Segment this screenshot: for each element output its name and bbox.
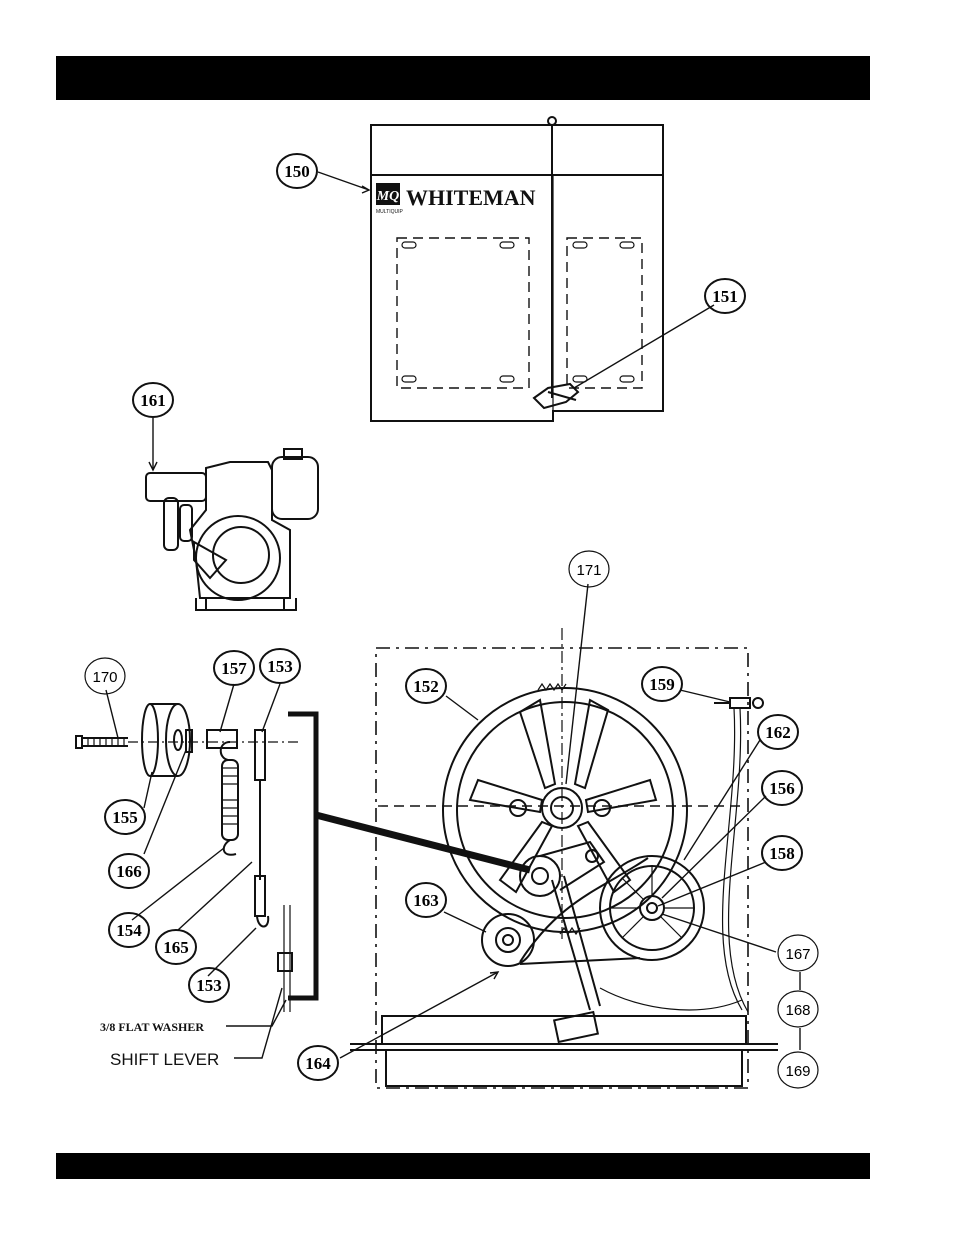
svg-text:167: 167	[785, 946, 810, 963]
svg-text:156: 156	[769, 779, 795, 798]
callout-162: 162	[758, 715, 798, 749]
svg-text:151: 151	[712, 287, 738, 306]
leader-lines	[106, 172, 800, 1058]
callout-159: 159	[642, 667, 682, 701]
callout-169: 169	[778, 1052, 818, 1088]
svg-text:171: 171	[576, 562, 601, 579]
callout-150: 150	[277, 154, 317, 188]
logo-subtext: MULTIQUIP	[376, 209, 404, 215]
callout-164: 164	[298, 1046, 338, 1080]
logo-initials: MQ	[376, 189, 400, 204]
callout-170: 170	[85, 658, 125, 694]
svg-text:152: 152	[413, 677, 439, 696]
callout-165: 165	[156, 930, 196, 964]
callout-152: 152	[406, 669, 446, 703]
callout-167: 167	[778, 935, 818, 971]
svg-text:170: 170	[92, 669, 117, 686]
callout-171: 171	[569, 551, 609, 587]
svg-text:153: 153	[196, 976, 222, 995]
svg-text:163: 163	[413, 891, 439, 910]
svg-text:159: 159	[649, 675, 675, 694]
svg-text:164: 164	[305, 1054, 331, 1073]
callout-161: 161	[133, 383, 173, 417]
svg-text:165: 165	[163, 938, 189, 957]
svg-text:169: 169	[785, 1063, 810, 1080]
drive-belt-connector	[316, 815, 530, 870]
svg-text:154: 154	[116, 921, 142, 940]
svg-text:158: 158	[769, 844, 795, 863]
callout-153-bottom: 153	[189, 968, 229, 1002]
engine	[146, 449, 318, 610]
callout-166: 166	[109, 854, 149, 888]
belt-guard: MQ MULTIQUIP WHITEMAN	[371, 117, 663, 421]
svg-text:157: 157	[221, 659, 247, 678]
shift-lever-label: SHIFT LEVER	[110, 1050, 219, 1069]
callout-154: 154	[109, 913, 149, 947]
svg-text:153: 153	[267, 657, 293, 676]
callout-153-top: 153	[260, 649, 300, 683]
brand-name: WHITEMAN	[406, 185, 536, 210]
svg-text:161: 161	[140, 391, 166, 410]
callout-151: 151	[705, 279, 745, 313]
svg-text:168: 168	[785, 1002, 810, 1019]
callout-155: 155	[105, 800, 145, 834]
svg-text:166: 166	[116, 862, 142, 881]
linkage-exploded	[76, 704, 316, 1012]
callout-157: 157	[214, 651, 254, 685]
callout-158: 158	[762, 836, 802, 870]
flat-washer-label: 3/8 FLAT WASHER	[100, 1020, 204, 1034]
svg-text:150: 150	[284, 162, 310, 181]
callout-156: 156	[762, 771, 802, 805]
callout-163: 163	[406, 883, 446, 917]
svg-text:162: 162	[765, 723, 791, 742]
svg-text:155: 155	[112, 808, 138, 827]
drive-assembly	[350, 628, 778, 1088]
callout-168: 168	[778, 991, 818, 1027]
